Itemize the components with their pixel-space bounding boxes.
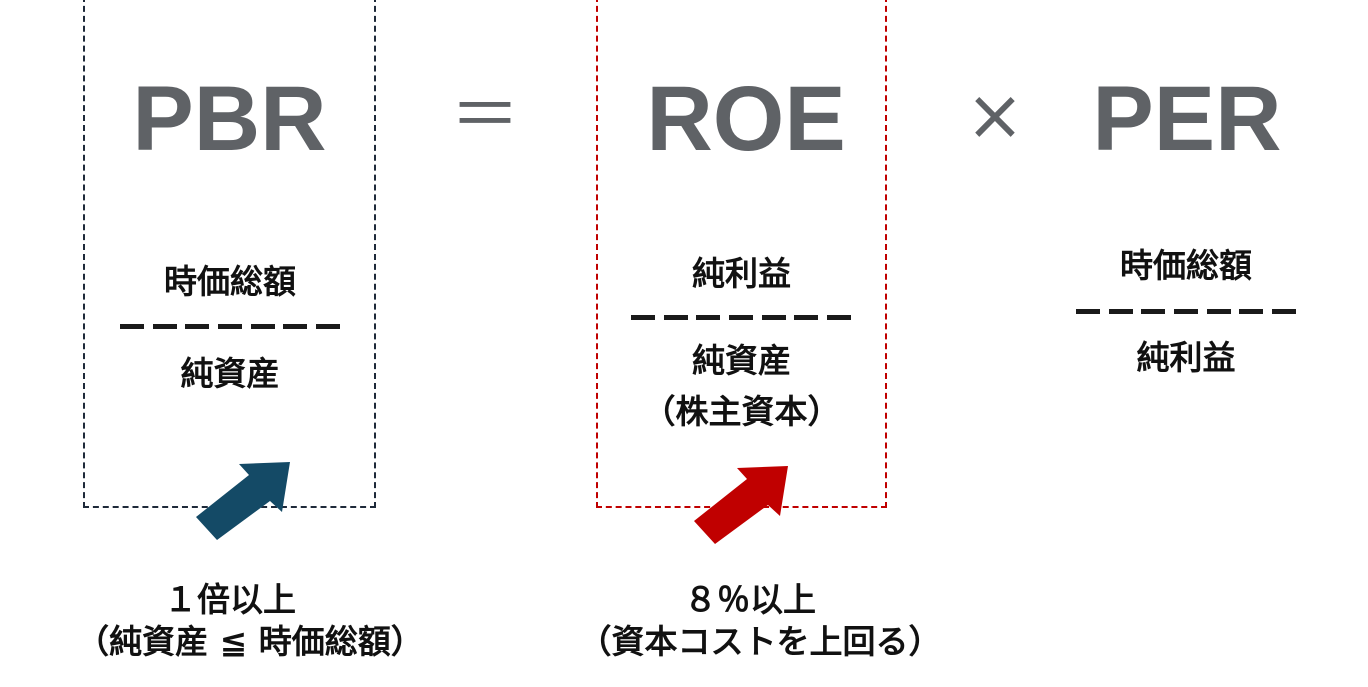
- pbr-numerator: 時価総額: [164, 262, 296, 301]
- pbr-caption-target: １倍以上: [164, 580, 296, 619]
- pbr-denominator: 純資産: [180, 354, 280, 393]
- pbr-term: PBR: [132, 68, 327, 170]
- roe-caption-condition: （資本コストを上回る）: [578, 622, 942, 661]
- pbr-caption-condition: （純資産 ≦ 時価総額）: [76, 622, 424, 661]
- times-symbol: ×: [965, 74, 1025, 156]
- per-numerator: 時価総額: [1120, 246, 1252, 285]
- pbr-arrow-icon: [196, 462, 290, 540]
- roe-caption-target: ８％以上: [684, 580, 816, 619]
- roe-denominator-note: （株主資本）: [642, 392, 841, 431]
- roe-term: ROE: [646, 68, 846, 170]
- per-fraction-bar: [1076, 291, 1296, 331]
- roe-numerator: 純利益: [692, 254, 791, 293]
- roe-arrow-icon: [694, 466, 788, 544]
- per-term: PER: [1092, 68, 1282, 170]
- equals-symbol: ＝: [450, 74, 520, 156]
- roe-fraction-bar: [631, 297, 851, 337]
- pbr-fraction-bar: [120, 306, 340, 346]
- per-denominator: 純利益: [1136, 338, 1236, 377]
- roe-denominator: 純資産: [692, 341, 791, 380]
